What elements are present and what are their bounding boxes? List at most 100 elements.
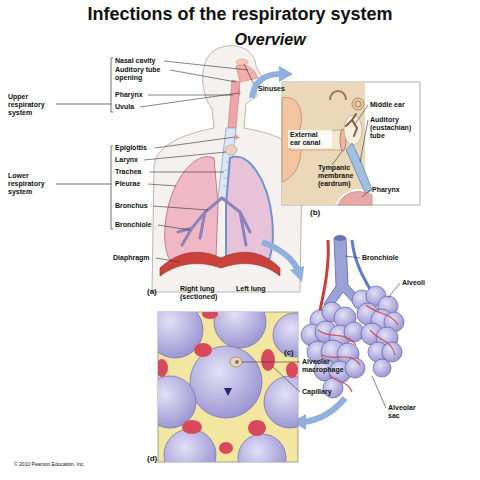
capillary — [248, 420, 266, 436]
part-label: Diaphragm — [113, 254, 150, 262]
part-label: Tympanic membrane (eardrum) — [318, 164, 360, 188]
cochlea — [355, 101, 361, 107]
pharynx — [228, 80, 240, 128]
alveoli-cluster — [301, 286, 404, 398]
part-label: Epiglottis — [115, 144, 147, 152]
panel-letter: (d) — [147, 454, 157, 463]
nasal-cavity — [236, 65, 258, 82]
capillary — [330, 375, 352, 392]
title: Infections of the respiratory system — [20, 4, 460, 25]
leader-line — [355, 105, 368, 124]
alveolus — [345, 358, 365, 378]
alveolus — [164, 429, 216, 462]
macrophage-nucleus — [235, 360, 239, 364]
leader-line — [242, 362, 300, 363]
part-label: Sinuses — [258, 85, 285, 93]
ossicles — [346, 114, 357, 136]
part-label: Pleurae — [115, 180, 140, 188]
capillary — [194, 343, 212, 357]
part-label: Right lung (sectioned) — [180, 285, 226, 301]
alveolus — [214, 312, 266, 348]
capillary — [219, 442, 233, 454]
capillary — [158, 359, 168, 377]
zoom-arrow — [304, 398, 345, 422]
bracket — [56, 58, 113, 112]
panel-letter: (b) — [310, 208, 320, 217]
alveolus — [273, 313, 298, 357]
panel-frame — [282, 82, 420, 205]
bronchial-tree — [178, 198, 250, 245]
part-label: Pharynx — [115, 91, 143, 99]
part-label: Bronchiole — [115, 221, 152, 229]
panel-letter: (a) — [147, 287, 157, 296]
leader-line — [372, 376, 386, 408]
leader-line — [360, 120, 368, 162]
capillary — [370, 330, 395, 355]
leader-line — [148, 184, 176, 186]
bracket — [56, 146, 113, 229]
part-label: External ear canal — [290, 131, 330, 147]
arrowhead — [279, 66, 293, 82]
capillary — [318, 330, 356, 345]
part-label: Alveolar macrophage — [302, 358, 352, 374]
leader-line — [149, 172, 224, 173]
part-label: Middle ear — [370, 101, 405, 109]
macrophage — [230, 357, 242, 367]
panel-letter: (c) — [284, 348, 294, 357]
leader-lines — [345, 256, 400, 408]
leader-line — [332, 150, 343, 165]
semicircular-canal — [330, 91, 346, 100]
part-label: Auditory tube opening — [115, 66, 171, 82]
pharynx — [338, 192, 372, 205]
part-label: Nasal cavity — [115, 57, 155, 65]
subtitle: Overview — [190, 31, 350, 49]
alveolus — [190, 346, 262, 418]
part-label: Left lung — [236, 285, 266, 293]
alveoli-closeup — [158, 312, 298, 462]
middle-ear — [344, 115, 362, 145]
alveolus — [382, 342, 402, 362]
part-label: Pharynx — [372, 186, 400, 194]
capillary — [286, 362, 298, 378]
diaphragm — [160, 252, 280, 276]
leader-line — [140, 93, 239, 107]
part-label: Trachea — [115, 168, 141, 176]
uvula — [238, 88, 240, 96]
leader-line — [388, 283, 400, 298]
part-label: Bronchiole — [362, 254, 399, 262]
part-label: Alveolar sac — [388, 404, 422, 420]
capillary — [366, 305, 398, 325]
leader-line — [170, 70, 236, 82]
alveolus — [373, 359, 391, 377]
body-outline — [152, 46, 302, 292]
capillary — [182, 420, 202, 434]
pore — [224, 388, 232, 396]
leader-line — [164, 61, 248, 70]
leader-line — [156, 258, 180, 262]
part-label: Alveoli — [402, 279, 425, 287]
leader-line — [155, 137, 235, 148]
right-lung — [165, 157, 218, 266]
sinus — [236, 59, 248, 65]
copyright-note: © 2010 Pearson Education, Inc. — [14, 462, 85, 468]
capillary — [202, 312, 218, 319]
larynx — [225, 145, 237, 155]
system-label: Upper respiratory system — [8, 93, 56, 117]
alveolus — [264, 376, 298, 428]
part-label: Capillary — [302, 388, 332, 396]
part-label: Uvula — [115, 103, 134, 111]
leader-line — [362, 190, 370, 197]
leader-line — [272, 366, 300, 392]
leader-line — [144, 152, 226, 160]
leader-line — [158, 225, 190, 230]
cochlea — [352, 98, 364, 110]
part-label: Bronchus — [115, 202, 148, 210]
leader-lines — [242, 362, 300, 392]
left-lung — [226, 157, 273, 266]
label-backing — [288, 130, 332, 148]
zoom-arrow — [262, 242, 298, 270]
system-label: Lower respiratory system — [8, 172, 56, 196]
alveolus — [238, 434, 286, 462]
part-label: Larynx — [115, 156, 138, 164]
